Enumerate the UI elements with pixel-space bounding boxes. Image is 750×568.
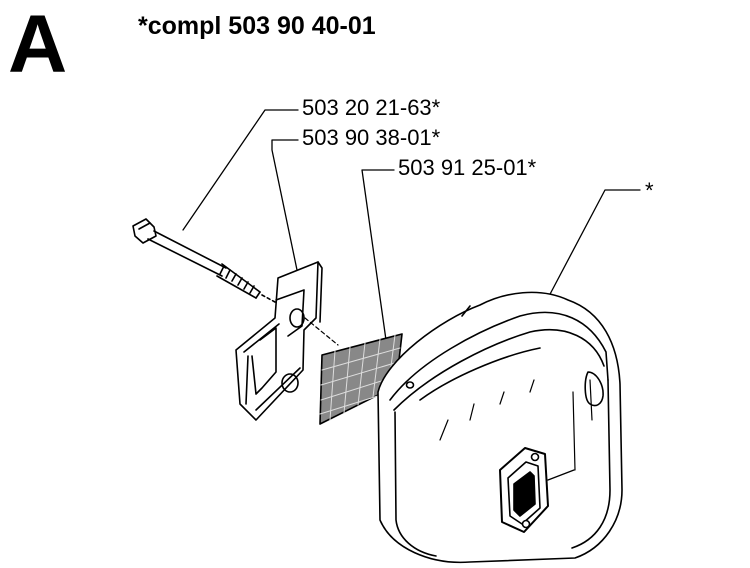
spark-arrestor-screen xyxy=(304,317,403,425)
muffler-body xyxy=(377,291,623,564)
screw xyxy=(132,218,276,303)
leader-line-muffler xyxy=(547,189,641,299)
leader-line-screw xyxy=(182,109,299,231)
part-label-screw: 503 20 21-63* xyxy=(302,95,441,120)
leader-lines xyxy=(182,109,641,341)
part-label-bracket: 503 90 38-01* xyxy=(302,125,441,150)
part-label-muffler: * xyxy=(645,178,654,203)
bracket-plate xyxy=(235,261,323,421)
section-letter: A xyxy=(8,0,68,90)
assembly-title: *compl 503 90 40-01 xyxy=(138,12,376,40)
leader-line-screen xyxy=(361,169,395,341)
exhaust-outlet xyxy=(499,447,575,533)
leader-line-bracket xyxy=(271,139,299,271)
part-label-screen: 503 91 25-01* xyxy=(398,155,537,180)
